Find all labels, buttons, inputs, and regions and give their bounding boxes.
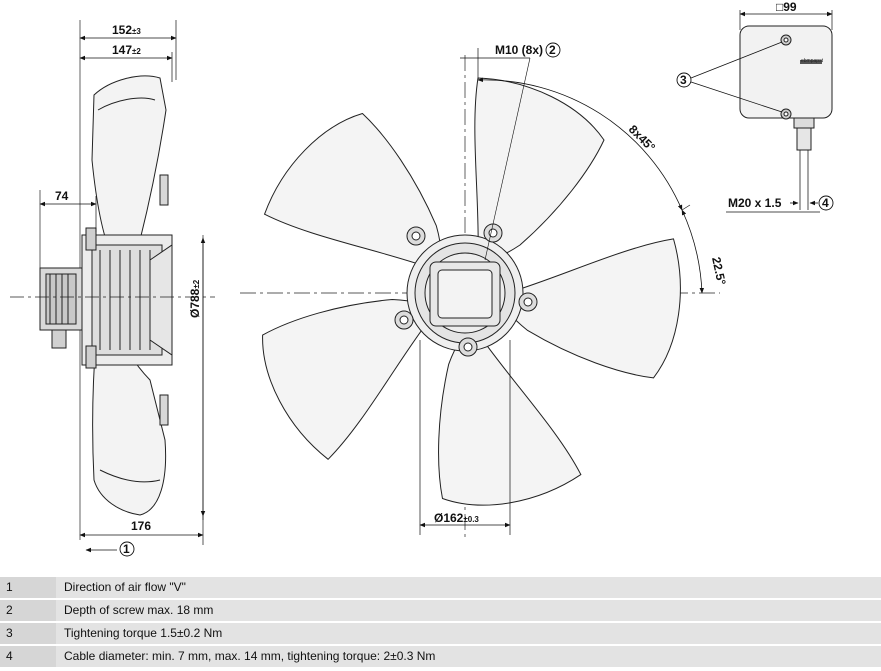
legend-text: Depth of screw max. 18 mm: [64, 603, 214, 617]
svg-text:1: 1: [123, 542, 130, 556]
dim-147: 147±2: [112, 43, 141, 57]
dim-74: 74: [55, 189, 69, 203]
svg-text:4: 4: [822, 196, 829, 210]
dim-152: 152±3: [112, 23, 141, 37]
dim-m10: M10 (8x): [495, 43, 543, 57]
fan-blade: [263, 112, 442, 272]
dim-788: Ø788±2: [188, 279, 202, 318]
technical-drawing: 152±3 147±2 74 Ø788±2 176 1: [10, 0, 834, 557]
dim-162: Ø162±0.3: [434, 511, 479, 525]
callout-1: 1: [119, 541, 135, 557]
legend-number: 4: [0, 646, 56, 667]
callout-3: 3: [676, 72, 692, 88]
dim-m20: M20 x 1.5: [728, 196, 782, 210]
legend-number: 3: [0, 623, 56, 644]
dim-22-5: 22.5°: [709, 256, 729, 287]
callout-4: 4: [818, 195, 834, 211]
side-view: [10, 20, 215, 540]
front-view: [240, 55, 720, 540]
svg-text:3: 3: [680, 73, 687, 87]
fan-blade: [499, 238, 681, 379]
dim-8x45: 8x45°: [626, 122, 658, 154]
legend-text: Direction of air flow "V": [64, 580, 186, 594]
fan-blade: [262, 299, 436, 460]
callout-2: 2: [545, 42, 561, 58]
dim-arc-45: [477, 77, 683, 211]
svg-text:2: 2: [549, 43, 556, 57]
brand-mark: ebmpapst: [801, 58, 824, 64]
dim-176: 176: [131, 519, 151, 533]
legend-row: 1 Direction of air flow "V": [0, 577, 881, 600]
legend-text: Tightening torque 1.5±0.2 Nm: [64, 626, 223, 640]
terminal-box: [739, 25, 833, 210]
legend-number: 2: [0, 600, 56, 621]
legend-row: 2 Depth of screw max. 18 mm: [0, 600, 881, 623]
legend-row: 4 Cable diameter: min. 7 mm, max. 14 mm,…: [0, 646, 881, 669]
legend-number: 1: [0, 577, 56, 598]
legend-row: 3 Tightening torque 1.5±0.2 Nm: [0, 623, 881, 646]
legend-table: 1 Direction of air flow "V" 2 Depth of s…: [0, 577, 881, 669]
dim-99: □99: [776, 0, 797, 14]
legend-text: Cable diameter: min. 7 mm, max. 14 mm, t…: [64, 649, 436, 663]
dim-arc-22-5: [681, 209, 705, 294]
